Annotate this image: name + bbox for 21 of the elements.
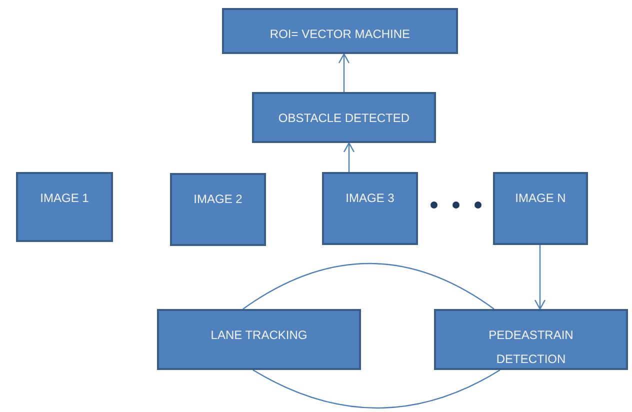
box-label: IMAGE 1 [40,190,89,207]
connector-line [242,262,494,310]
box-label: IMAGE 2 [194,191,242,208]
box-label: ROI= VECTOR MACHINE [270,26,410,43]
arrow [338,53,350,92]
connector-line [252,369,500,409]
process-box [222,8,458,54]
process-box [16,172,113,242]
process-box [170,173,266,246]
arrow [343,142,355,172]
arrow [534,245,546,310]
process-box [434,309,628,370]
box-label: OBSTACLE DETECTED [278,110,410,127]
process-box [493,172,588,245]
box-label: PEDEASTRAIN DETECTION [488,327,574,368]
process-box [322,172,418,245]
process-box [252,92,436,143]
process-box [157,309,361,370]
box-label: LANE TRACKING [210,327,308,344]
box-label: IMAGE N [515,190,566,207]
box-label: IMAGE 3 [346,190,394,207]
